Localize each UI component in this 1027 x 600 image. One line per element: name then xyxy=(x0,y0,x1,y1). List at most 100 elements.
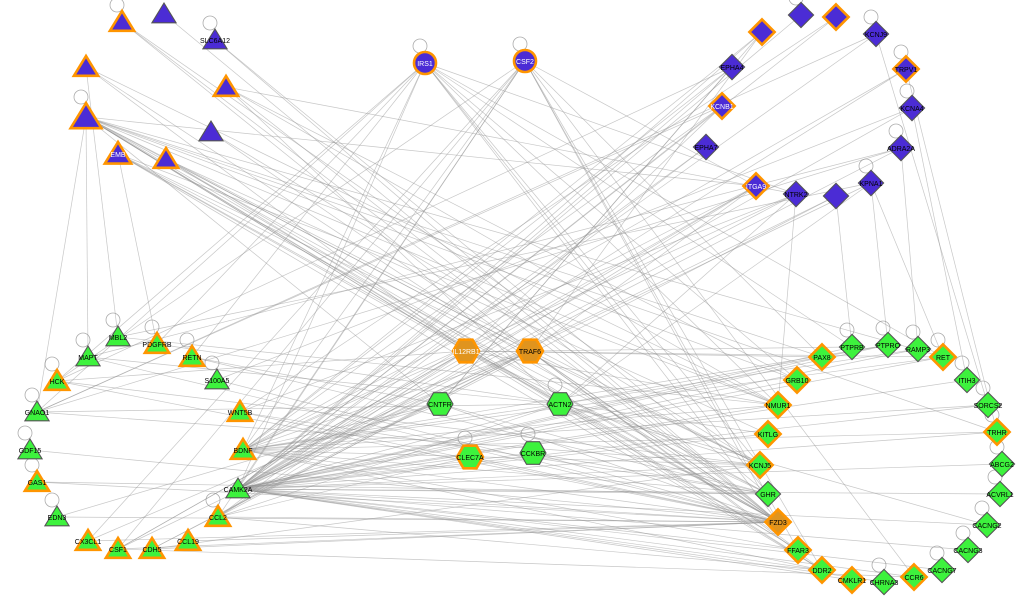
node-ADRA2A[interactable] xyxy=(887,134,915,162)
node-IRS1[interactable] xyxy=(412,50,438,76)
node-KCNJ9[interactable] xyxy=(862,20,890,48)
node-IL12RB1[interactable] xyxy=(451,338,481,364)
edge-IRS1-GNAO1 xyxy=(36,62,426,413)
node-MAPT[interactable] xyxy=(74,344,102,367)
node-KCNB1[interactable] xyxy=(707,91,737,121)
edge-KPNA1-CAMK2A xyxy=(237,182,872,490)
node-CCR6[interactable] xyxy=(899,562,929,592)
node-pt5[interactable] xyxy=(211,73,241,98)
node-label-KCNJ5: KCNJ5 xyxy=(749,463,771,470)
node-SLC6A12[interactable] xyxy=(201,27,229,50)
node-CX3CL1[interactable] xyxy=(73,527,103,552)
node-ACTN2[interactable] xyxy=(546,392,574,416)
node-label-KCNJ9: KCNJ9 xyxy=(865,32,887,39)
node-EDN3[interactable] xyxy=(43,504,71,527)
node-ITGA9[interactable] xyxy=(741,171,771,201)
self-loop-PTPRO xyxy=(875,320,891,336)
node-CCKBR[interactable] xyxy=(519,441,547,465)
node-EPHA7[interactable] xyxy=(692,133,720,161)
node-pd2[interactable] xyxy=(787,1,815,29)
node-RAMP3[interactable] xyxy=(904,335,932,363)
node-PTPRB[interactable] xyxy=(838,333,866,361)
node-CACNG2[interactable] xyxy=(973,511,1001,539)
node-GDF15[interactable] xyxy=(16,437,44,460)
node-TRAF6[interactable] xyxy=(515,338,545,364)
node-CCL19[interactable] xyxy=(173,527,203,552)
node-FFAR3[interactable] xyxy=(783,535,813,565)
node-NTRK2[interactable] xyxy=(782,180,810,208)
edge-EPHA4-HCK xyxy=(56,66,733,382)
edge-EMB-PDGFRB xyxy=(117,153,158,345)
node-TRPV1[interactable] xyxy=(891,54,921,84)
node-CDH5[interactable] xyxy=(137,535,167,560)
node-GAS1[interactable] xyxy=(22,468,52,493)
node-pd3[interactable] xyxy=(821,2,851,32)
node-PTPRO[interactable] xyxy=(874,331,902,359)
node-GRB10[interactable] xyxy=(782,365,812,395)
node-pd1[interactable] xyxy=(747,17,777,47)
node-label-CACNG7: CACNG7 xyxy=(927,568,956,575)
node-KCNA4[interactable] xyxy=(898,94,926,122)
node-CSF2[interactable] xyxy=(512,48,538,74)
node-SORCS2[interactable] xyxy=(974,391,1002,419)
node-pt9[interactable] xyxy=(151,145,181,170)
edge-pt6-ITGA9 xyxy=(85,116,757,187)
edge-TRAF6-CSF1 xyxy=(117,350,531,550)
node-CCL2[interactable] xyxy=(203,503,233,528)
node-pd13[interactable] xyxy=(822,182,850,210)
node-DDR2[interactable] xyxy=(807,555,837,585)
edge-BDNF-NMUR1 xyxy=(242,404,779,451)
node-RET[interactable] xyxy=(928,342,958,372)
node-NMUR1[interactable] xyxy=(763,390,793,420)
node-pt4[interactable] xyxy=(71,53,101,78)
node-label-TRHR: TRHR xyxy=(987,430,1006,437)
node-label-MAPT: MAPT xyxy=(78,355,98,362)
node-CACNG3[interactable] xyxy=(954,536,982,564)
edge-CSF2-PAX8 xyxy=(524,60,823,358)
edge-CAMK2A-FZD3 xyxy=(237,488,779,523)
node-CMKLR1[interactable] xyxy=(837,565,867,595)
node-pt2[interactable] xyxy=(150,1,178,24)
node-label-CCL2: CCL2 xyxy=(209,515,227,522)
edge-CX3CL1-FZD3 xyxy=(87,521,779,542)
edge-CAMK2A-CACNG2 xyxy=(237,488,988,526)
node-KITLG[interactable] xyxy=(753,419,783,449)
edge-WNT5B-GHR xyxy=(239,411,769,495)
node-FZD3[interactable] xyxy=(763,507,793,537)
node-pt6[interactable] xyxy=(68,100,104,130)
node-pt1[interactable] xyxy=(107,8,137,33)
node-CHRNA3[interactable] xyxy=(870,568,898,596)
node-CACNG7[interactable] xyxy=(928,556,956,584)
node-CAMK2A[interactable] xyxy=(224,476,252,499)
node-MBL2[interactable] xyxy=(104,324,132,347)
node-CLEC7A[interactable] xyxy=(455,444,485,470)
node-ACVRL1[interactable] xyxy=(986,480,1014,508)
node-RETN[interactable] xyxy=(177,343,207,368)
node-WNT5B[interactable] xyxy=(225,398,255,423)
node-PAX8[interactable] xyxy=(807,342,837,372)
edge-TRPV1-CAMK2A xyxy=(237,68,907,490)
node-HCK[interactable] xyxy=(42,367,72,392)
node-ITIH3[interactable] xyxy=(953,366,981,394)
node-CNTFR[interactable] xyxy=(426,392,454,416)
node-label-CCKBR: CCKBR xyxy=(521,451,546,458)
node-CSF1[interactable] xyxy=(103,535,133,560)
node-PDGFRB[interactable] xyxy=(142,330,172,355)
node-KCNJ5[interactable] xyxy=(745,450,775,480)
self-loop-layer xyxy=(17,0,1005,573)
node-ABCG2[interactable] xyxy=(988,450,1016,478)
node-label-GHR: GHR xyxy=(760,492,776,499)
node-pt7[interactable] xyxy=(197,119,225,142)
node-label-CNTFR: CNTFR xyxy=(428,402,452,409)
node-S100A5[interactable] xyxy=(203,367,231,390)
node-GHR[interactable] xyxy=(754,480,782,508)
node-EMB[interactable] xyxy=(102,139,134,165)
node-EPHA4[interactable] xyxy=(718,53,746,81)
node-GNAO1[interactable] xyxy=(23,399,51,422)
edge-CAMK2A-PAX8 xyxy=(237,356,823,490)
node-KPNA1[interactable] xyxy=(857,169,885,197)
node-TRHR[interactable] xyxy=(982,417,1012,447)
node-BDNF[interactable] xyxy=(228,436,258,461)
